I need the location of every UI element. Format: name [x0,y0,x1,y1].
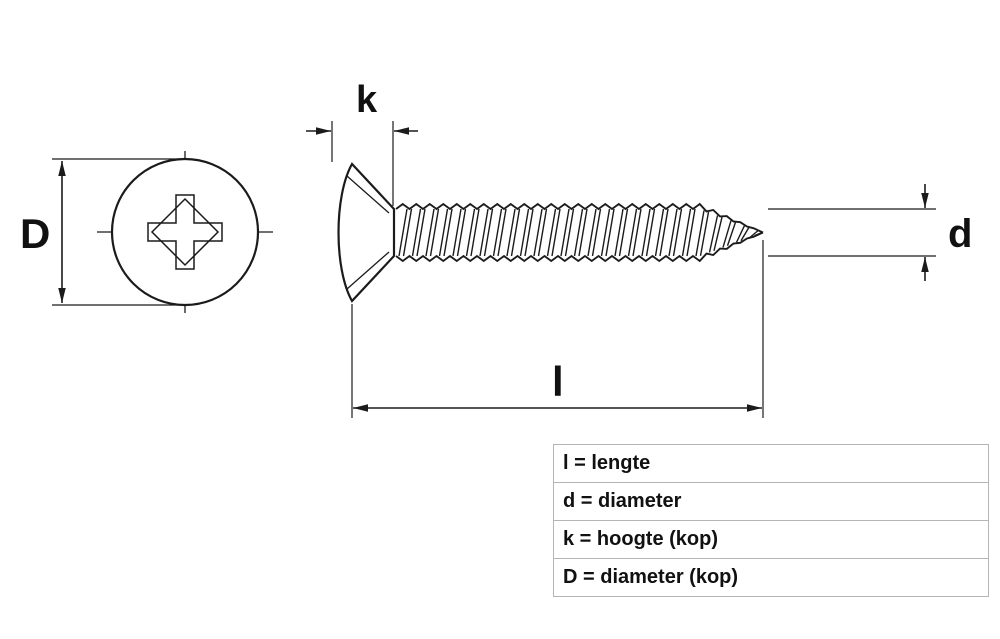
thread-line [573,208,584,257]
thread-line [492,208,503,257]
thread-line [497,208,507,257]
thread-line [587,208,597,257]
thread-line [654,208,665,257]
thread-line [443,208,453,257]
thread-line [506,208,516,257]
dimension-D: D [20,158,187,306]
thread-line [695,210,705,257]
thread-line [465,208,476,257]
thread-line [456,208,467,257]
thread-line [754,231,763,237]
thread-line [483,208,494,257]
thread-line [524,208,534,257]
thread-line [411,208,422,257]
thread-line [749,230,759,238]
thread-line [740,226,750,242]
thread-line [735,225,746,243]
thread-line [416,208,426,257]
label-D: D [20,210,50,257]
thread-line [659,208,669,257]
label-d: d [948,212,972,256]
thread-line [618,208,629,257]
thread-line [429,208,440,257]
thread-line [713,217,723,251]
thread-line [699,212,710,256]
legend-row-d: d = diameter [554,483,988,521]
legend-text-d: d = diameter [563,490,682,512]
screw-head-profile [337,162,396,303]
thread-line [470,208,480,257]
legend-text-k: k = hoogte (kop) [563,528,718,550]
thread-line [708,215,719,253]
thread-line [641,208,651,257]
thread-line [591,208,602,257]
thread-line [519,208,530,257]
thread-line [551,208,561,257]
legend-row-l: l = lengte [554,445,988,483]
thread-line [722,220,732,248]
label-k: k [356,79,378,121]
thread-line [533,208,543,257]
thread-line [632,208,642,257]
head-slot-line-bottom [346,251,390,290]
thread-line [614,208,624,257]
thread-line [600,208,611,257]
phillips-diamond [150,197,220,267]
dimension-d: d [768,184,972,281]
legend-text-l: l = lengte [563,452,651,474]
head-slot-line-top [346,175,390,214]
thread-line [510,208,521,257]
legend-row-k: k = hoogte (kop) [554,521,988,559]
head-circle [110,157,260,307]
dimension-l: l [351,240,764,418]
legend-text-D: D = diameter (kop) [563,566,739,588]
thread-line [452,208,462,257]
thread-line [672,208,683,257]
thread-line [564,208,575,257]
thread-line [560,208,570,257]
thread-line [537,208,548,257]
screw-side-view [337,162,764,303]
thread-line [578,208,588,257]
thread-line [681,208,692,257]
thread-edge-bottom [395,231,764,263]
thread-line [726,222,737,246]
thread-line [398,208,408,257]
thread-line [479,208,489,257]
thread-line [645,208,656,257]
thread-line [627,208,638,257]
screw-front-view [97,151,273,313]
thread-line [686,208,696,257]
label-l: l [552,358,564,405]
phillips-cross [147,194,223,270]
legend-row-D: D = diameter (kop) [554,559,988,596]
thread-pattern [395,202,764,263]
thread-line [605,208,615,257]
thread-line [438,208,449,257]
thread-line [668,208,678,257]
thread-line [425,208,435,257]
dimension-k: k [306,79,418,206]
thread-line [546,208,557,257]
legend-table: l = lengte d = diameter k = hoogte (kop)… [553,444,989,597]
thread-edge-top [395,202,764,234]
thread-line [402,208,413,257]
